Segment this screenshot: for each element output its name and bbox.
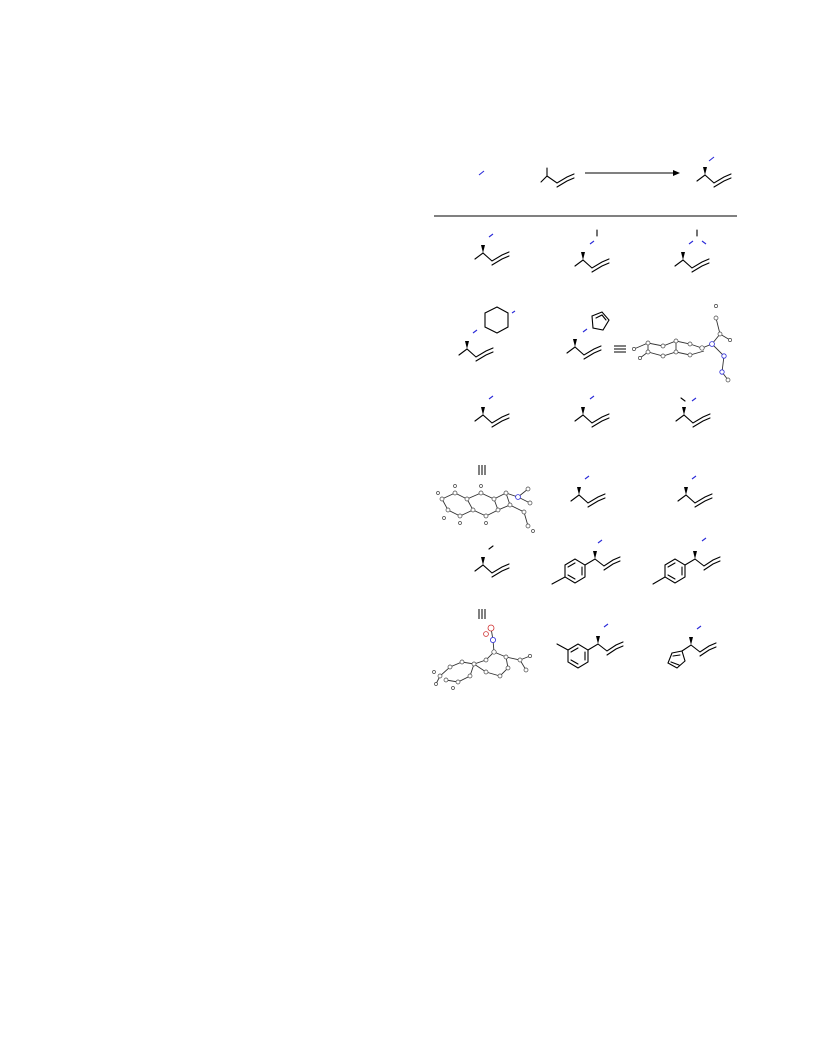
product-row1-col1 (474, 233, 510, 266)
product-row3-col3 (675, 397, 711, 428)
crystal-structure-naphthyl (436, 484, 535, 533)
reactant-diene (540, 167, 575, 188)
product-row1-col2 (574, 229, 610, 273)
product-row5-col1 (474, 545, 510, 578)
crystal-structure-imidazole (632, 304, 732, 383)
product-row2-col2-imidazole (566, 311, 610, 360)
equivalence-symbol-row4 (478, 465, 486, 475)
product-row1-col3 (674, 229, 710, 273)
product-row6-col3-furyl (667, 625, 717, 669)
product-row2-col1-piperazine (458, 306, 516, 362)
product-row4-col2 (570, 475, 606, 508)
reactant-amine (478, 170, 485, 176)
product-row5-col2-p-tolyl (551, 539, 621, 585)
equivalence-symbol-row6 (478, 609, 486, 619)
product-row4-col3 (677, 475, 713, 508)
reaction-arrow (585, 170, 680, 176)
equivalence-symbol-row2 (614, 345, 626, 353)
crystal-structure-nitro (432, 624, 532, 690)
product-row3-col1 (474, 395, 510, 428)
product-row6-col2-m-tolyl (556, 623, 624, 669)
product-allylic-amine (696, 156, 732, 188)
product-row5-col3-p-tolyl (652, 537, 721, 585)
product-row3-col2 (574, 395, 610, 428)
